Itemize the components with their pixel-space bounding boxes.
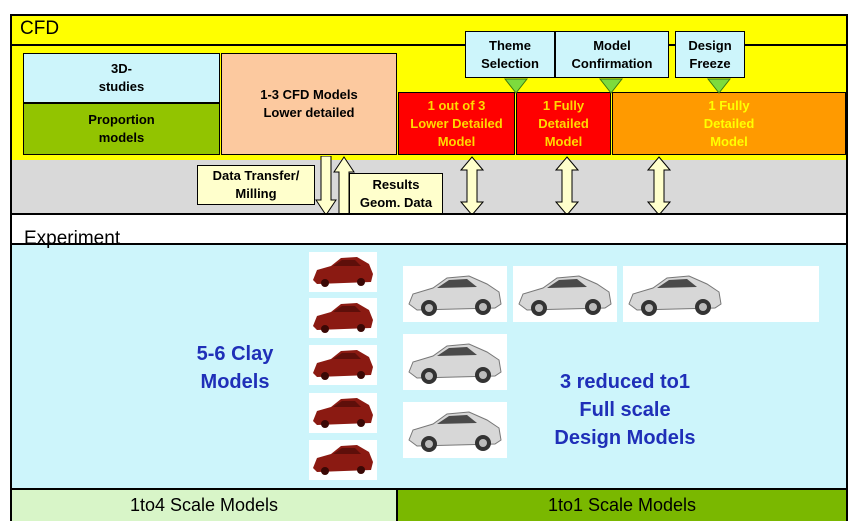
design-car-icon — [403, 402, 507, 458]
milestone-design-freeze: Design Freeze — [675, 31, 745, 78]
clay-car-icon — [309, 440, 377, 480]
fully-detailed-box-a: 1 Fully Detailed Model — [516, 92, 611, 155]
double-arrow-icon — [647, 156, 671, 216]
footer-1to1: 1to1 Scale Models — [398, 488, 846, 521]
clay-models-label: 5-6 Clay Models — [196, 343, 274, 393]
double-arrow-icon — [460, 156, 484, 216]
cfd-models-box: 1-3 CFD Models Lower detailed — [221, 53, 397, 155]
data-transfer-box: Data Transfer/ Milling — [197, 165, 315, 205]
milestone-theme-selection: Theme Selection — [465, 31, 555, 78]
proportion-models-box: Proportion models — [23, 103, 220, 155]
design-car-icon — [623, 266, 819, 322]
design-car-icon — [403, 334, 507, 390]
design-models-label: 3 reduced to1 Full scale Design Models — [554, 371, 696, 449]
up-arrow-icon — [333, 156, 355, 216]
milestone-triangle-icon — [504, 78, 528, 94]
studies-3d-box: 3D- studies — [23, 53, 220, 103]
clay-car-icon — [309, 345, 377, 385]
one-of-three-box: 1 out of 3 Lower Detailed Model — [398, 92, 515, 155]
fully-detailed-box-b: 1 Fully Detailed Model — [612, 92, 846, 155]
cfd-title: CFD — [20, 18, 60, 39]
experiment-title: Experiment — [24, 228, 121, 249]
results-box: Results Geom. Data — [349, 173, 443, 214]
milestone-triangle-icon — [707, 78, 731, 94]
double-arrow-icon — [555, 156, 579, 216]
milestone-triangle-icon — [599, 78, 623, 94]
footer-1to4: 1to4 Scale Models — [12, 488, 398, 521]
cfd-header-divider — [12, 44, 846, 46]
design-car-icon — [513, 266, 617, 322]
clay-car-icon — [309, 252, 377, 292]
experiment-header — [12, 215, 846, 245]
milestone-model-confirmation: Model Confirmation — [555, 31, 669, 78]
clay-car-icon — [309, 298, 377, 338]
design-car-icon — [403, 266, 507, 322]
down-arrow-icon — [315, 156, 337, 216]
clay-car-icon — [309, 393, 377, 433]
